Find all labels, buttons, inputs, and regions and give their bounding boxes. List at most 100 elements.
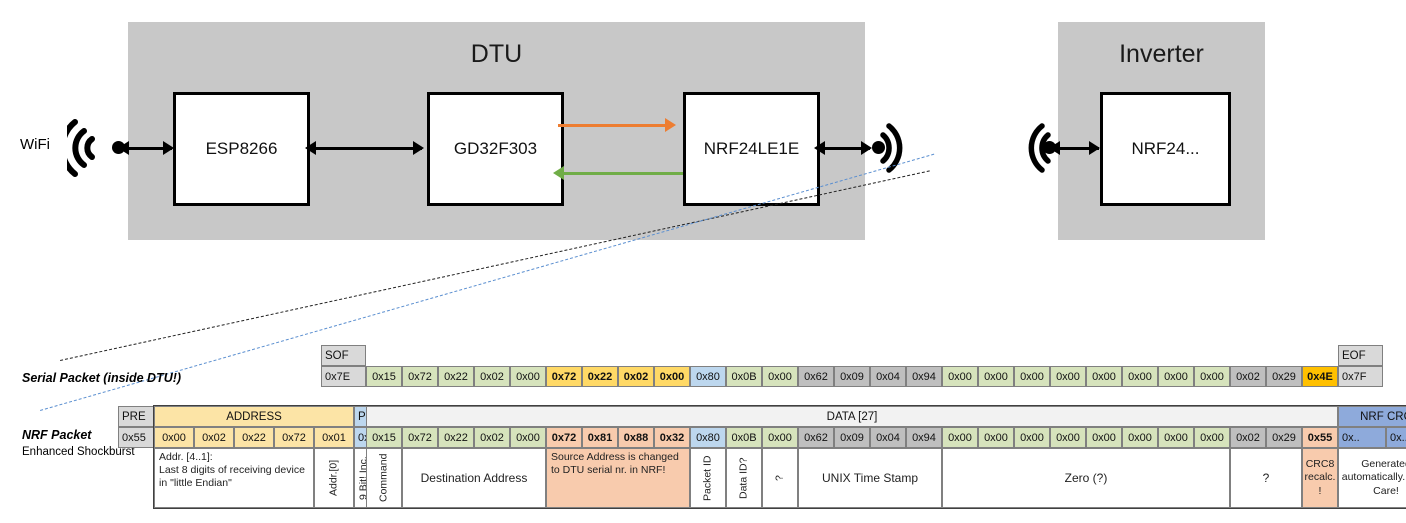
serial-byte-25: 0x29 (1266, 366, 1302, 387)
serial-byte-1: 0x72 (402, 366, 438, 387)
nrf-byte-5: 0x72 (546, 427, 582, 448)
chip-nrf24-inverter: NRF24... (1100, 92, 1231, 206)
arrow-esp-gd32 (309, 147, 422, 150)
nrf-byte-11: 0x00 (762, 427, 798, 448)
shockburst-label: Enhanced Shockburst (22, 446, 135, 458)
nrf-byte-6: 0x81 (582, 427, 618, 448)
serial-sof-header: SOF (321, 345, 366, 366)
arrow-green-nrf-to-gd32 (558, 172, 683, 175)
nrf-packet-label: NRF Packet (22, 428, 92, 442)
desc-tilde: ? (762, 448, 798, 508)
serial-byte-8: 0x00 (654, 366, 690, 387)
chip-gd32f303: GD32F303 (427, 92, 564, 206)
serial-byte-26: 0x4E (1302, 366, 1338, 387)
nrf-address-byte-0: 0x00 (154, 427, 194, 448)
serial-byte-14: 0x04 (870, 366, 906, 387)
serial-byte-17: 0x00 (978, 366, 1014, 387)
serial-byte-21: 0x00 (1122, 366, 1158, 387)
serial-byte-16: 0x00 (942, 366, 978, 387)
nrf-byte-10: 0x0B (726, 427, 762, 448)
arrowhead-inv-right (1089, 141, 1100, 155)
dtu-title: DTU (470, 40, 523, 68)
nrf-byte-24: 0x02 (1230, 427, 1266, 448)
dtu-antenna-dot (872, 141, 885, 154)
nrf-byte-26: 0x55 (1302, 427, 1338, 448)
nrf-byte-13: 0x09 (834, 427, 870, 448)
desc-addr0: Addr.[0] (314, 448, 354, 508)
nrf-address-byte-4: 0x01 (314, 427, 354, 448)
serial-byte-7: 0x02 (618, 366, 654, 387)
arrow-nrf-antenna (818, 147, 870, 150)
desc-source: Source Address is changed to DTU serial … (546, 448, 690, 508)
arrowhead-inv-left (1049, 141, 1060, 155)
radio-antenna-icon (880, 123, 903, 173)
serial-byte-20: 0x00 (1086, 366, 1122, 387)
serial-byte-22: 0x00 (1158, 366, 1194, 387)
serial-sof-value: 0x7E (321, 366, 366, 387)
nrf-address-byte-3: 0x72 (274, 427, 314, 448)
arrowhead-green-left (553, 166, 564, 180)
arrowhead-orange-right (665, 118, 676, 132)
serial-byte-11: 0x00 (762, 366, 798, 387)
desc-command: Command (366, 448, 402, 508)
chip-nrf24le1e: NRF24LE1E (683, 92, 820, 206)
nrf-byte-21: 0x00 (1122, 427, 1158, 448)
desc-packet-id: Packet ID (690, 448, 726, 508)
desc-generated: Generated automatically. Dont Care! (1338, 448, 1406, 508)
nrf-byte-23: 0x00 (1194, 427, 1230, 448)
nrf-address-byte-1: 0x02 (194, 427, 234, 448)
serial-byte-23: 0x00 (1194, 366, 1230, 387)
serial-byte-0: 0x15 (366, 366, 402, 387)
nrf-byte-22: 0x00 (1158, 427, 1194, 448)
desc-destination: Destination Address (402, 448, 546, 508)
serial-byte-18: 0x00 (1014, 366, 1050, 387)
nrf-byte-3: 0x02 (474, 427, 510, 448)
nrf-pre-value: 0x55 (118, 427, 154, 448)
nrf-byte-9: 0x80 (690, 427, 726, 448)
nrf-byte-19: 0x00 (1050, 427, 1086, 448)
inverter-title: Inverter (1119, 40, 1204, 68)
arrowhead-nrf-right (861, 141, 872, 155)
desc-question: ? (1230, 448, 1302, 508)
nrf-address-byte-2: 0x22 (234, 427, 274, 448)
serial-byte-4: 0x00 (510, 366, 546, 387)
nrf-byte-17: 0x00 (978, 427, 1014, 448)
serial-byte-9: 0x80 (690, 366, 726, 387)
nrf-address-header: ADDRESS (154, 406, 354, 427)
arrow-orange-gd32-to-nrf (558, 124, 668, 127)
serial-byte-6: 0x22 (582, 366, 618, 387)
arrowhead-nrf-left (814, 141, 825, 155)
serial-byte-13: 0x09 (834, 366, 870, 387)
nrf-byte-12: 0x62 (798, 427, 834, 448)
architecture-diagram: DTU Inverter ESP8266 GD32F303 NRF24LE1E … (20, 22, 1265, 240)
serial-eof-header: EOF (1338, 345, 1383, 366)
desc-zero: Zero (?) (942, 448, 1230, 508)
inverter-antenna-icon (1028, 123, 1051, 173)
desc-data-id: Data ID? (726, 448, 762, 508)
nrf-byte-1: 0x72 (402, 427, 438, 448)
arrow-inverter-antenna-nrf (1053, 147, 1099, 150)
desc-unix-timestamp: UNIX Time Stamp (798, 448, 942, 508)
arrowhead-esp-left (305, 141, 316, 155)
nrf-byte-8: 0x32 (654, 427, 690, 448)
serial-byte-24: 0x02 (1230, 366, 1266, 387)
serial-byte-15: 0x94 (906, 366, 942, 387)
nrf-byte-4: 0x00 (510, 427, 546, 448)
serial-eof-value: 0x7F (1338, 366, 1383, 387)
serial-byte-10: 0x0B (726, 366, 762, 387)
arrow-wifi-esp (122, 147, 172, 150)
nrf-byte-0: 0x15 (366, 427, 402, 448)
wifi-antenna-icon (67, 119, 95, 177)
serial-byte-12: 0x62 (798, 366, 834, 387)
nrf-crc-byte-0: 0x.. (1338, 427, 1386, 448)
nrf-byte-15: 0x94 (906, 427, 942, 448)
nrf-crc-header: NRF CRC (1338, 406, 1406, 427)
nrf-byte-25: 0x29 (1266, 427, 1302, 448)
arrowhead-wifi-right (163, 141, 174, 155)
nrf-byte-20: 0x00 (1086, 427, 1122, 448)
serial-packet-label: Serial Packet (inside DTU!) (22, 371, 182, 385)
serial-byte-5: 0x72 (546, 366, 582, 387)
nrf-byte-16: 0x00 (942, 427, 978, 448)
nrf-crc-byte-1: 0x.. (1386, 427, 1406, 448)
wifi-label: WiFi (20, 136, 50, 153)
